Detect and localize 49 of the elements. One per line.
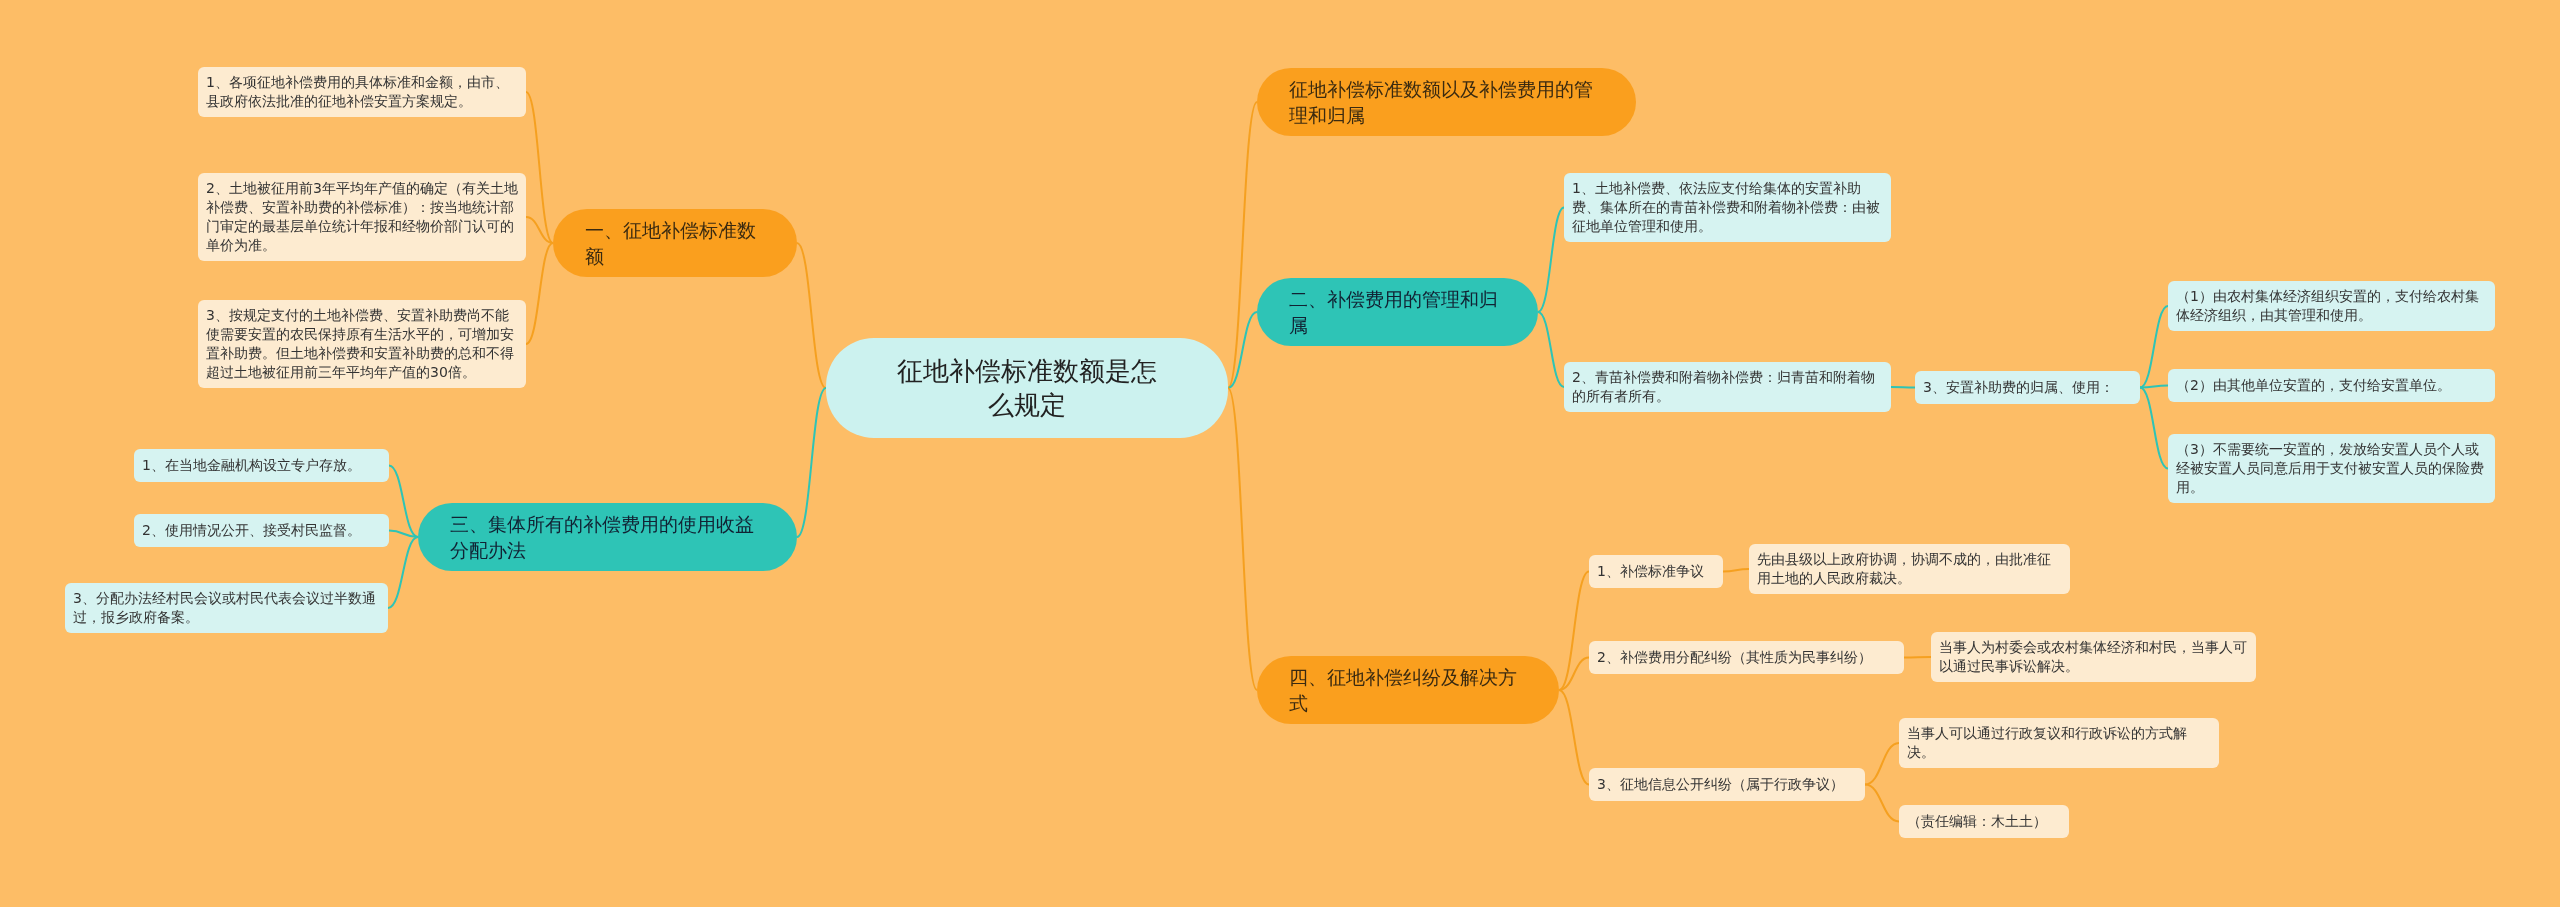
note-card: 3、分配办法经村民会议或村民代表会议过半数通过，报乡政府备案。 bbox=[65, 583, 388, 633]
note-card: 当事人可以通过行政复议和行政诉讼的方式解决。 bbox=[1899, 718, 2219, 768]
note-card: 当事人为村委会或农村集体经济和村民，当事人可以通过民事诉讼解决。 bbox=[1931, 632, 2256, 682]
connector-line bbox=[387, 536, 419, 609]
note-card: 2、青苗补偿费和附着物补偿费：归青苗和附着物的所有者所有。 bbox=[1564, 362, 1891, 412]
note-card: （2）由其他单位安置的，支付给安置单位。 bbox=[2168, 369, 2495, 402]
connector-line bbox=[796, 387, 827, 538]
connector-line bbox=[1227, 387, 1258, 691]
note-card: 1、补偿标准争议 bbox=[1589, 555, 1723, 588]
connector-line bbox=[1558, 656, 1590, 691]
note-card: （3）不需要统一安置的，发放给安置人员个人或经被安置人员同意后用于支付被安置人员的保险费用。 bbox=[2168, 434, 2495, 503]
topic-pill: 一、征地补偿标准数额 bbox=[553, 209, 797, 277]
note-card: 3、安置补助费的归属、使用： bbox=[1915, 371, 2140, 404]
connector-line bbox=[1864, 783, 1900, 823]
connector-line bbox=[1558, 689, 1590, 786]
connector-line bbox=[1890, 386, 1916, 389]
connector-line bbox=[1864, 742, 1900, 786]
central-topic: 征地补偿标准数额是怎么规定 bbox=[826, 338, 1228, 438]
connector-line bbox=[388, 464, 419, 538]
connector-line bbox=[1903, 656, 1932, 659]
connector-line bbox=[1558, 570, 1590, 691]
connector-line bbox=[525, 216, 554, 244]
connector-line bbox=[1537, 311, 1565, 388]
topic-pill: 三、集体所有的补偿费用的使用收益分配办法 bbox=[418, 503, 797, 571]
note-card: 3、征地信息公开纠纷（属于行政争议） bbox=[1589, 768, 1865, 801]
topic-pill: 二、补偿费用的管理和归属 bbox=[1257, 278, 1538, 346]
note-card: 2、土地被征用前3年平均年产值的确定（有关土地补偿费、安置补助费的补偿标准）：按当地统计部门审定的最基层单位统计年报和经物价部门认可的单价为准。 bbox=[198, 173, 526, 261]
connector-line bbox=[1537, 206, 1565, 313]
connector-line bbox=[1227, 311, 1258, 389]
connector-line bbox=[2139, 386, 2169, 470]
note-card: （责任编辑：木土土） bbox=[1899, 805, 2069, 838]
note-card: 3、按规定支付的土地补偿费、安置补助费尚不能使需要安置的农民保持原有生活水平的，可增加安置补助费。但土地补偿费和安置补助费的总和不得超过土地被征用前三年平均年产值的30倍。 bbox=[198, 300, 526, 388]
note-card: 先由县级以上政府协调，协调不成的，由批准征用土地的人民政府裁决。 bbox=[1749, 544, 2070, 594]
connector-line bbox=[525, 242, 554, 345]
connector-line bbox=[2139, 384, 2169, 389]
connector-line bbox=[1227, 101, 1258, 389]
note-card: 1、在当地金融机构设立专户存放。 bbox=[134, 449, 389, 482]
note-card: 2、补偿费用分配纠纷（其性质为民事纠纷） bbox=[1589, 641, 1904, 674]
connector-line bbox=[388, 529, 419, 538]
note-card: 1、各项征地补偿费用的具体标准和金额，由市、县政府依法批准的征地补偿安置方案规定。 bbox=[198, 67, 526, 117]
topic-pill: 征地补偿标准数额以及补偿费用的管理和归属 bbox=[1257, 68, 1636, 136]
note-card: （1）由农村集体经济组织安置的，支付给农村集体经济组织，由其管理和使用。 bbox=[2168, 281, 2495, 331]
topic-pill: 四、征地补偿纠纷及解决方式 bbox=[1257, 656, 1559, 724]
connector-line bbox=[2139, 305, 2169, 389]
connector-line bbox=[525, 91, 554, 244]
note-card: 2、使用情况公开、接受村民监督。 bbox=[134, 514, 389, 547]
connector-line bbox=[796, 242, 827, 389]
note-card: 1、土地补偿费、依法应支付给集体的安置补助费、集体所在的青苗补偿费和附着物补偿费：由被征地单位管理和使用。 bbox=[1564, 173, 1891, 242]
connector-line bbox=[1722, 568, 1750, 573]
